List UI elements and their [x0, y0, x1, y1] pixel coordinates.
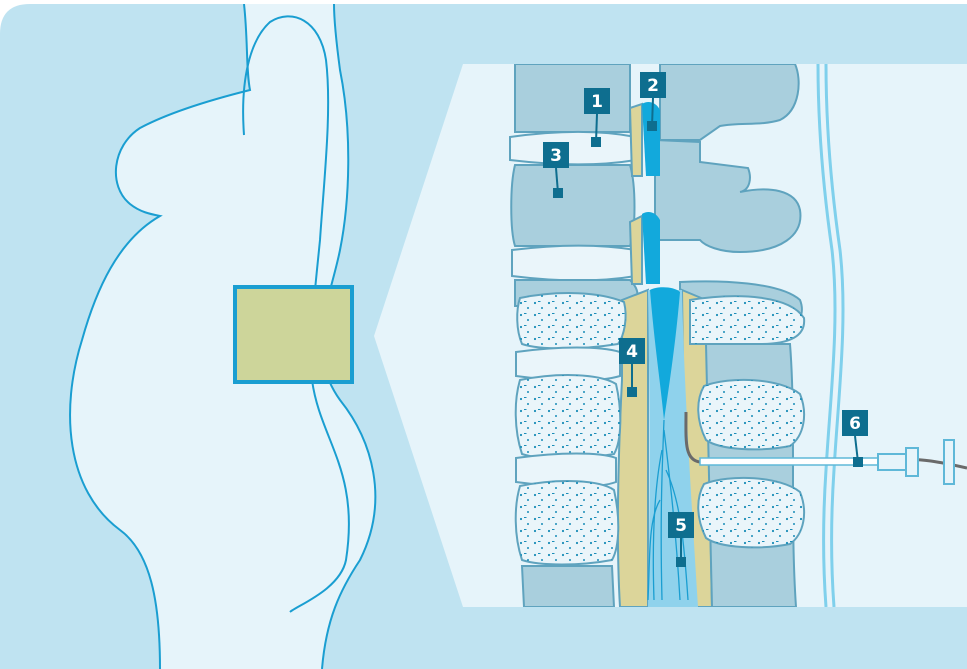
vertebra-body-lower-2-texture — [516, 375, 621, 458]
ligament-upper-2 — [630, 216, 642, 284]
needle-hub-cap — [906, 448, 918, 476]
spinous-process-lower-3-texture — [698, 478, 804, 547]
vertebra-body-lower-base — [522, 566, 614, 607]
callout-number-6: 6 — [849, 414, 861, 434]
callout-marker-1 — [591, 137, 601, 147]
callout-marker-4 — [627, 387, 637, 397]
callout-number-3: 3 — [550, 146, 562, 166]
needle-hub — [878, 454, 908, 470]
disc-2 — [512, 246, 636, 281]
needle-wing — [944, 440, 954, 484]
vertebra-body-lower-3-texture — [516, 481, 619, 564]
spine-inset — [463, 64, 967, 607]
ligament-upper-1 — [630, 104, 642, 176]
callout-number-4: 4 — [626, 342, 638, 362]
vertebra-body-upper — [515, 64, 630, 132]
callout-number-1: 1 — [591, 92, 603, 112]
callout-number-2: 2 — [647, 76, 659, 96]
callout-marker-3 — [553, 188, 563, 198]
spinous-process-lower-2-texture — [698, 380, 804, 449]
callout-marker-6 — [853, 457, 863, 467]
disc-1 — [510, 132, 636, 165]
region-highlight-box — [235, 287, 352, 382]
callout-number-5: 5 — [675, 516, 687, 536]
vertebra-body-lower-1-texture — [517, 293, 625, 348]
callout-marker-2 — [647, 121, 657, 131]
vertebra-body-2 — [511, 165, 634, 246]
callout-marker-5 — [676, 557, 686, 567]
